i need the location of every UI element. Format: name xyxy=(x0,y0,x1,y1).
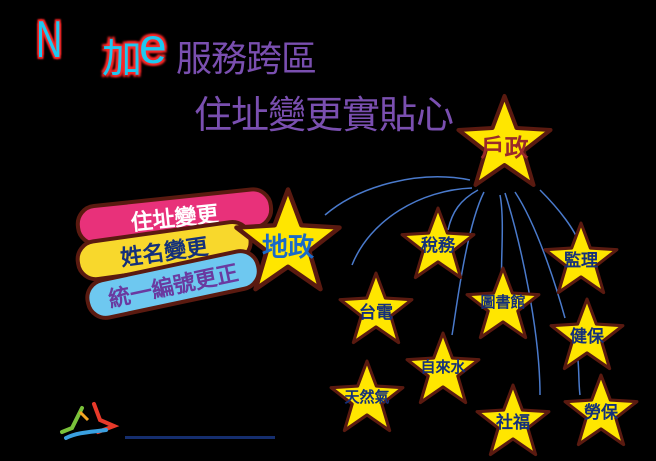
star-household: 戶政 xyxy=(452,92,557,192)
star-gas: 天然氣 xyxy=(326,358,408,436)
star-label-health: 健保 xyxy=(570,327,604,347)
star-icon xyxy=(549,297,625,371)
star-icon xyxy=(543,221,619,295)
title-letter-n: N xyxy=(36,11,63,69)
star-icon xyxy=(405,331,481,405)
star-icon xyxy=(329,359,405,433)
star-icon xyxy=(456,94,553,187)
star-health: 健保 xyxy=(546,296,628,374)
title-letter-e: e xyxy=(139,18,167,74)
star-water: 自來水 xyxy=(402,330,484,408)
star-labor: 勞保 xyxy=(560,372,642,450)
star-label-power: 台電 xyxy=(359,303,393,323)
star-power: 台電 xyxy=(335,270,417,348)
star-label-gas: 天然氣 xyxy=(344,388,390,406)
star-label-library: 圖書館 xyxy=(480,293,526,311)
star-icon xyxy=(563,373,639,447)
star-tax: 稅務 xyxy=(397,205,479,283)
star-label-land: 地政 xyxy=(261,233,314,263)
title-line-2: 住址變更實貼心 xyxy=(194,93,454,137)
logo-icon xyxy=(60,402,120,440)
star-supervision: 監理 xyxy=(540,220,622,298)
star-welfare: 社福 xyxy=(472,382,554,460)
star-icon xyxy=(465,266,541,340)
star-icon xyxy=(234,187,342,292)
title-line-1: 服務跨區 xyxy=(176,39,317,80)
star-label-household: 戶政 xyxy=(480,134,529,162)
star-label-labor: 勞保 xyxy=(584,403,618,423)
logo-caption xyxy=(125,436,275,439)
title-jia: 加 xyxy=(102,36,142,82)
star-label-tax: 稅務 xyxy=(421,236,455,256)
star-icon xyxy=(400,206,476,280)
star-library: 圖書館 xyxy=(462,265,544,343)
star-icon xyxy=(338,271,414,345)
star-label-supervision: 監理 xyxy=(564,251,598,271)
star-label-water: 自來水 xyxy=(420,358,466,376)
star-land: 地政 xyxy=(228,185,348,297)
star-icon xyxy=(475,383,551,457)
star-label-welfare: 社福 xyxy=(496,413,530,433)
